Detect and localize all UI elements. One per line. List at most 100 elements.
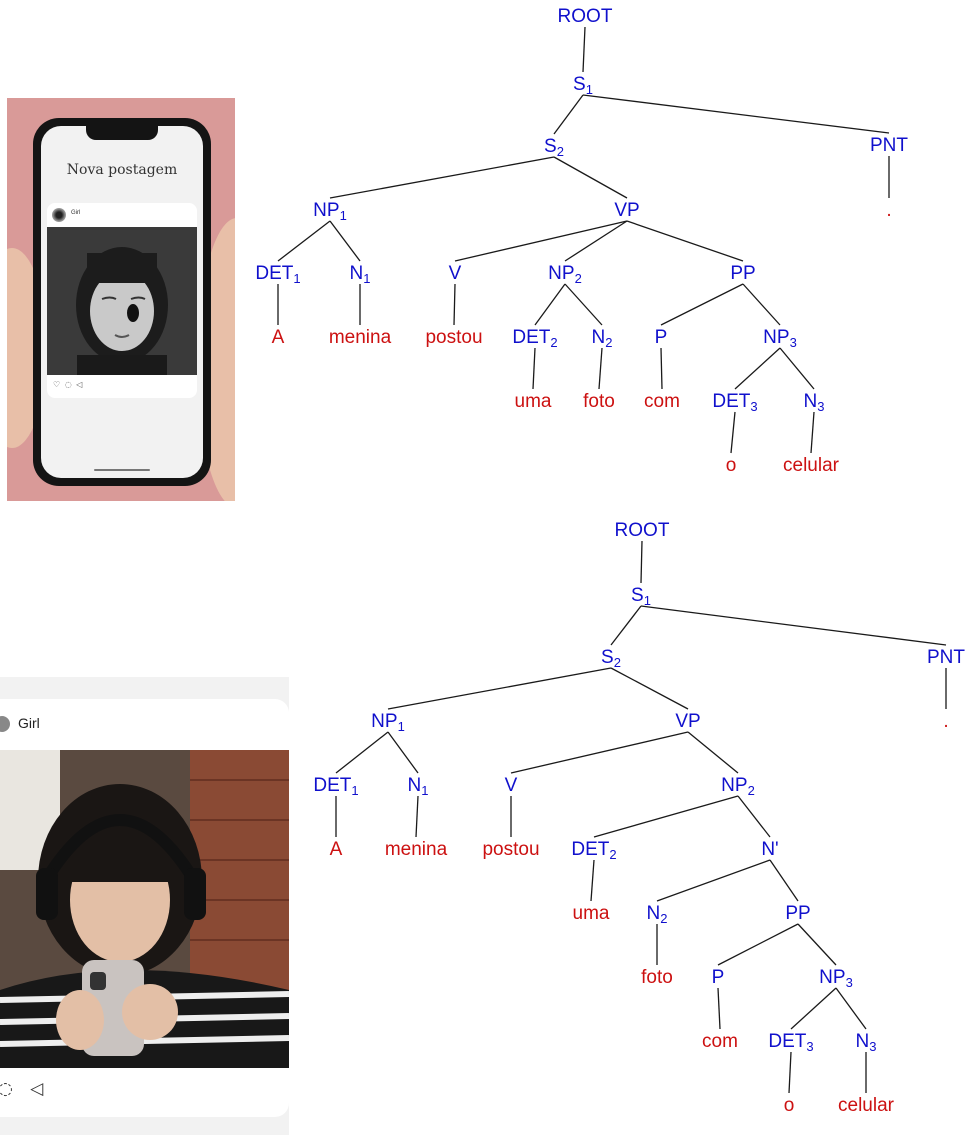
post-username: Girl [18, 715, 40, 731]
word-node-postou: postou [482, 839, 539, 860]
tree-edge-vp-v [510, 731, 689, 774]
girl-with-headphones-photo [0, 750, 289, 1068]
tree-edge-n3-celular [810, 411, 815, 454]
category-node-np3: NP3 [763, 327, 797, 350]
tree-edge-vp-pp [626, 220, 744, 262]
category-node-n1: N1 [408, 775, 429, 798]
word-node-menina: menina [385, 839, 448, 860]
category-node-det2: DET2 [512, 327, 557, 350]
category-node-np2: NP2 [721, 775, 755, 798]
tree-edge-np2-det2 [593, 795, 739, 838]
tree-edge-pp-np3 [797, 923, 837, 966]
tree-edge-p-com [660, 347, 663, 390]
screen-title: Nova postagem [66, 162, 178, 178]
tree-edge-np3-n3 [835, 987, 867, 1030]
category-node-np1: NP1 [371, 711, 405, 734]
category-node-root: ROOT [615, 520, 670, 541]
post-action-icons: ◌ ◁ [0, 1079, 50, 1099]
tree-edge-np2-det2 [534, 283, 566, 326]
category-node-det2: DET2 [571, 839, 616, 862]
word-node-foto: foto [641, 967, 673, 988]
category-node-p: P [712, 967, 725, 988]
word-node-celular: celular [783, 455, 840, 476]
category-node-v: V [505, 775, 518, 796]
tree-edge-s1-s2 [610, 605, 642, 646]
word-node-dot: . [943, 711, 948, 732]
tree-edge-np2-n2 [564, 283, 603, 326]
tree-edge-s2-np1 [387, 667, 612, 710]
phone-notch [86, 126, 158, 140]
phone-mockup-photo: Nova postagem Girl [7, 98, 235, 501]
word-node-dot: . [886, 200, 891, 221]
category-node-det1: DET1 [313, 775, 358, 798]
category-node-det3: DET3 [768, 1031, 813, 1054]
word-node-menina: menina [329, 327, 392, 348]
tree-edge-n1-menina [415, 795, 419, 838]
category-node-det3: DET3 [712, 391, 757, 414]
category-node-p: P [655, 327, 668, 348]
word-node-foto: foto [583, 391, 615, 412]
tree-edge-nbar-pp [769, 859, 799, 902]
word-node-celular: celular [838, 1095, 895, 1116]
category-node-n3: N3 [804, 391, 825, 414]
post-username: Girl [71, 210, 81, 216]
phone: Nova postagem Girl [33, 118, 211, 486]
tree-edge-nbar-n2 [656, 859, 771, 902]
category-node-s2: S2 [544, 136, 564, 159]
category-node-det1: DET1 [255, 263, 300, 286]
tree-edge-det3-o [788, 1051, 792, 1094]
girl-portrait-bw [47, 227, 197, 375]
avatar [52, 208, 66, 222]
tree-edge-s2-np1 [329, 156, 555, 199]
tree-edge-root-s1 [640, 540, 643, 584]
category-node-root: ROOT [558, 6, 613, 27]
word-node-a: A [272, 327, 285, 348]
word-node-a: A [330, 839, 343, 860]
category-node-pp: PP [785, 903, 810, 924]
category-node-n3: N3 [856, 1031, 877, 1054]
word-node-com: com [644, 391, 680, 412]
tree-edge-np3-det3 [734, 347, 781, 390]
home-indicator [94, 469, 150, 471]
tree-edge-det2-uma [532, 347, 536, 390]
word-node-o: o [784, 1095, 795, 1116]
post-card: Girl ♡ ◌ ◁ [47, 203, 197, 398]
category-node-pp: PP [730, 263, 755, 284]
category-node-s1: S1 [631, 585, 651, 608]
tree-edge-s1-pnt [640, 605, 947, 646]
tree-edge-s1-s2 [553, 94, 584, 135]
tree-edge-vp-v [454, 220, 628, 262]
category-node-np3: NP3 [819, 967, 853, 990]
post-action-icons: ♡ ◌ ◁ [53, 380, 84, 389]
word-node-uma: uma [573, 903, 610, 924]
phone-screen: Nova postagem Girl [41, 126, 203, 478]
post-card-large: Girl [0, 699, 289, 1117]
tree-edge-np1-det1 [277, 220, 331, 262]
tree-edge-s1-pnt [582, 94, 890, 134]
post-photo [0, 750, 289, 1068]
tree-edge-pp-p [717, 923, 799, 966]
category-node-s2: S2 [601, 647, 621, 670]
post-photo [47, 227, 197, 375]
tree-edge-det3-o [730, 411, 736, 454]
word-node-uma: uma [515, 391, 552, 412]
tree-edge-np1-det1 [335, 731, 389, 774]
tree-edge-pp-np3 [742, 283, 781, 326]
tree-edge-n2-foto [598, 347, 603, 390]
word-node-o: o [726, 455, 737, 476]
tree-edge-np2-nbar [737, 795, 771, 838]
category-node-pnt: PNT [870, 135, 908, 156]
social-post-photo: Girl [0, 677, 289, 1135]
tree-edge-vp-np2 [687, 731, 739, 774]
tree-edge-np1-n1 [329, 220, 361, 262]
category-node-n1: N1 [350, 263, 371, 286]
category-node-n2: N2 [592, 327, 613, 350]
category-node-vp: VP [614, 200, 639, 221]
tree-edge-v-postou [453, 283, 456, 326]
category-node-n2: N2 [647, 903, 668, 926]
tree-edge-np1-n1 [387, 731, 419, 774]
tree-edge-s2-vp [553, 156, 628, 199]
category-node-nbar: N' [761, 839, 778, 860]
